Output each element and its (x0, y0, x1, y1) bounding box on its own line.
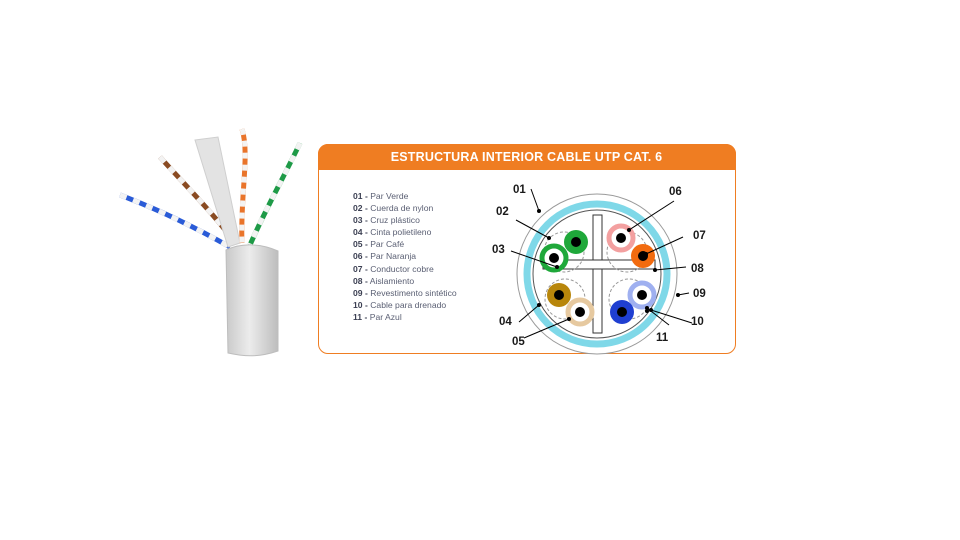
legend-item: 11 - Par Azul (353, 311, 402, 322)
panel-title: ESTRUCTURA INTERIOR CABLE UTP CAT. 6 (317, 143, 736, 170)
legend-item: 01 - Par Verde (353, 191, 409, 201)
cross-vertical (592, 214, 603, 334)
legend-list: 01 - Par Verde 02 - Cuerda de nylon 03 -… (353, 190, 457, 323)
legend-item: 03 - Cruz plástico (353, 215, 420, 226)
legend-item: 10 - Cable para drenado (353, 299, 447, 310)
legend-item: 06 - Par Naranja (353, 251, 417, 262)
orange-pair-icon (239, 128, 248, 244)
callout-label: 11 (656, 332, 669, 344)
tape-ring (523, 200, 671, 348)
callout-label: 06 (669, 186, 682, 198)
blue-pair-icon (610, 280, 657, 324)
legend-item: 04 - Cinta polietileno (353, 227, 432, 238)
callout-label: 03 (492, 244, 505, 256)
callout-label: 02 (496, 206, 509, 218)
legend-item: 08 - Aislamiento (353, 275, 415, 286)
callout-label: 07 (693, 230, 706, 242)
orange-pair-icon (606, 223, 655, 268)
cable-photo (119, 128, 303, 357)
callout-label: 01 (513, 184, 526, 196)
legend-item: 09 - Revestimento sintético (353, 287, 457, 298)
structure-panel: ESTRUCTURA INTERIOR CABLE UTP CAT. 6 01 … (317, 143, 736, 355)
drain-wire-icon (645, 309, 649, 313)
callout-label: 05 (512, 336, 525, 348)
callout-label: 04 (499, 316, 512, 328)
legend-item: 02 - Cuerda de nylon (353, 203, 434, 214)
legend-item: 07 - Conductor cobre (353, 263, 434, 274)
callout-label: 09 (693, 288, 706, 300)
green-pair-icon (247, 141, 303, 246)
legend-item: 05 - Par Café (353, 239, 405, 250)
cable-jacket (225, 244, 279, 357)
brown-pair-icon (547, 283, 595, 327)
blue-pair-icon (119, 192, 232, 250)
cable-cross-section: 01 02 03 04 05 06 07 08 09 10 11 (492, 184, 706, 355)
callout-label: 08 (691, 263, 704, 275)
callout-label: 10 (691, 316, 704, 328)
